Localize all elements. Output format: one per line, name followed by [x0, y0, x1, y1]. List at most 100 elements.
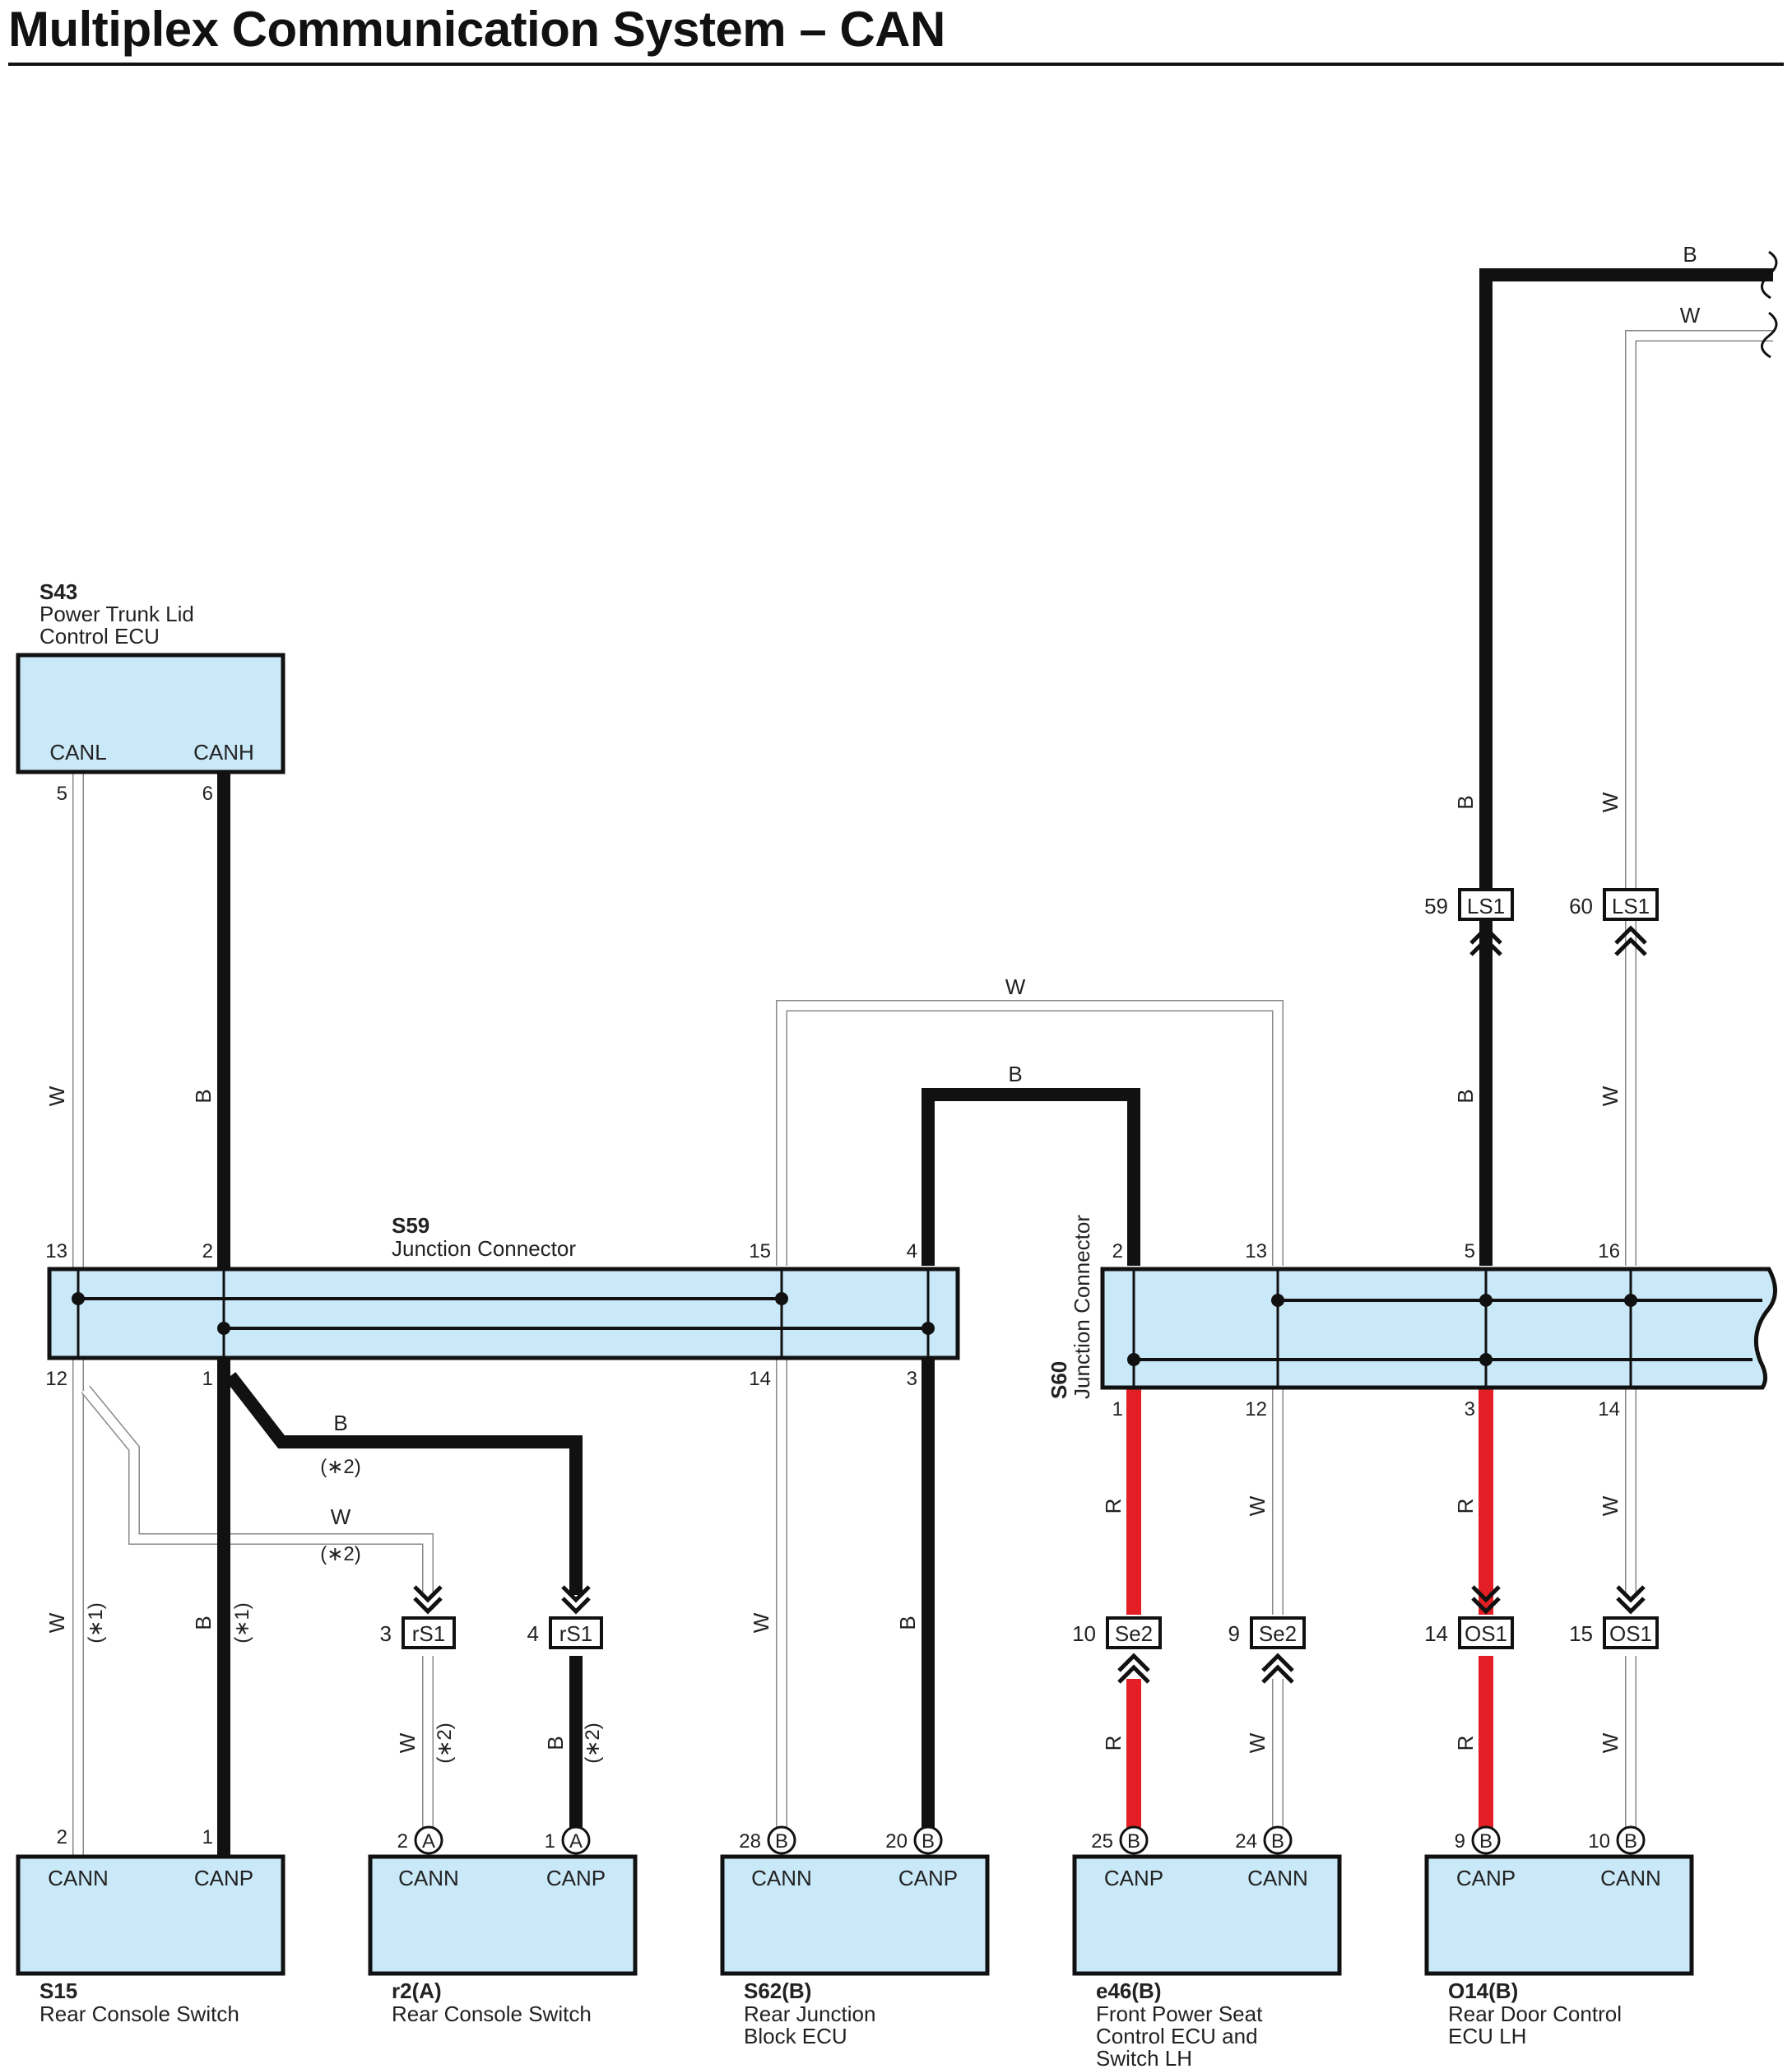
wire-color-label: B: [1683, 242, 1697, 267]
pin-number: 9: [1228, 1621, 1240, 1646]
pin-number: 2: [397, 1830, 408, 1853]
connector-letter: B: [1479, 1830, 1493, 1853]
double-chevron-down-icon: [1616, 1585, 1646, 1615]
note-label: (∗2): [320, 1543, 360, 1565]
junction-name: Junction Connector: [392, 1236, 576, 1261]
double-chevron-up-icon: [1117, 1653, 1150, 1684]
wire-color-label: R: [1453, 1736, 1478, 1751]
pin-number: 24: [1235, 1830, 1257, 1853]
pin-number: 13: [45, 1240, 67, 1262]
pin-number: 2: [57, 1826, 67, 1848]
wire-color-label: W: [1245, 1495, 1270, 1516]
component-name: Power Trunk Lid: [39, 602, 194, 626]
connector-letter-badge: [561, 1825, 591, 1855]
wire-color-label: W: [1598, 1086, 1623, 1106]
junction-s59: S59 Junction Connector 13 2 15 4 12 1 14…: [45, 1213, 960, 1390]
connector-ls1-w: [1603, 888, 1659, 921]
wire-color-label: W: [395, 1732, 420, 1753]
note-label: (∗1): [231, 1602, 253, 1643]
connector-ls1-b: [1458, 888, 1514, 921]
component-name: Front Power Seat: [1096, 2002, 1263, 2026]
wire-b-s59-s60-loop: [922, 1088, 1140, 1266]
pin-number: 4: [907, 1240, 917, 1262]
pin-number: 16: [1598, 1240, 1620, 1262]
connector-label: rS1: [559, 1621, 592, 1646]
wire-color-label: R: [1101, 1499, 1126, 1514]
pin-number: 3: [1465, 1398, 1475, 1420]
component-o14: CANP CANN B B 9 10 O14(B) Rear Door Cont…: [1424, 1825, 1694, 2048]
connector-se2-r: [1106, 1616, 1162, 1649]
double-chevron-down-icon: [1471, 1585, 1501, 1615]
component-name: ECU LH: [1448, 2024, 1526, 2048]
connector-letter: B: [1127, 1830, 1140, 1853]
pin-number: 28: [739, 1830, 761, 1853]
pin-number: 12: [1245, 1398, 1267, 1420]
pin-label: CANN: [398, 1866, 459, 1890]
wire-color-label: R: [1101, 1736, 1126, 1751]
pin-number: 1: [545, 1830, 555, 1853]
pin-number: 13: [1245, 1240, 1267, 1262]
wire-color-label: B: [191, 1089, 216, 1103]
pin-number: 10: [1588, 1830, 1610, 1853]
component-name: Block ECU: [744, 2024, 847, 2048]
wire-color-label: W: [1598, 792, 1623, 812]
connector-rs1-w: [402, 1616, 456, 1649]
note-label: (∗2): [320, 1456, 360, 1478]
pin-label: CANH: [193, 740, 254, 765]
wire-color-label: W: [1680, 303, 1701, 328]
connector-letter-badge: [1616, 1825, 1646, 1855]
wire-color-label: B: [333, 1411, 347, 1435]
connector-letter: B: [1624, 1830, 1637, 1853]
double-chevron-up-icon: [1469, 925, 1502, 956]
component-e46: CANP CANN B B 25 24 e46(B) Front Power S…: [1072, 1825, 1342, 2069]
pin-number: 15: [749, 1240, 771, 1262]
double-chevron-down-icon: [413, 1585, 443, 1615]
pin-label: CANP: [1104, 1866, 1163, 1890]
pin-label: CANN: [1600, 1866, 1661, 1890]
pin-number: 59: [1424, 894, 1448, 918]
connector-rs1-b: [549, 1616, 603, 1649]
pin-number: 4: [527, 1621, 539, 1646]
pin-number: 25: [1091, 1830, 1113, 1853]
pin-label: CANN: [1247, 1866, 1308, 1890]
wire-color-label: B: [1453, 795, 1478, 809]
wire-color-label: B: [895, 1616, 920, 1630]
connector-letter: A: [422, 1830, 435, 1853]
pin-number: 3: [380, 1621, 392, 1646]
page-title: Multiplex Communication System – CAN: [8, 2, 945, 57]
wire-color-label: W: [749, 1612, 773, 1633]
wire-color-label: W: [1598, 1495, 1623, 1516]
wire-color-label: B: [1008, 1062, 1022, 1086]
pin-label: CANP: [1456, 1866, 1516, 1890]
component-name: Rear Console Switch: [392, 2002, 592, 2026]
wire-color-label: B: [543, 1736, 568, 1750]
pin-number: 15: [1569, 1621, 1593, 1646]
component-code: S43: [39, 579, 77, 604]
junction-s60: S60 Junction Connector 2 13 5 16 1 12 3 …: [1047, 1215, 1777, 1420]
connector-os1-r: [1458, 1616, 1514, 1649]
pin-number: 5: [57, 783, 67, 805]
wire-color-label: W: [44, 1086, 69, 1106]
junction-name: Junction Connector: [1070, 1215, 1094, 1399]
wire-w-top-incoming: [1625, 330, 1773, 1266]
pin-number: 20: [885, 1830, 908, 1853]
pin-number: 14: [1424, 1621, 1448, 1646]
connector-letter-badge: [1263, 1825, 1293, 1855]
title-rule: [8, 63, 1784, 66]
pin-number: 14: [749, 1368, 771, 1390]
junction-code: S59: [392, 1213, 429, 1238]
note-label: (∗2): [434, 1723, 456, 1763]
connector-label: LS1: [1612, 894, 1650, 918]
component-name: Rear Junction: [744, 2002, 875, 2026]
connector-letter: B: [1271, 1830, 1284, 1853]
connector-label: Se2: [1259, 1621, 1297, 1646]
wire-break-mark-w: [1761, 311, 1778, 359]
wire-color-label: W: [1005, 974, 1026, 999]
component-name: Rear Console Switch: [39, 2002, 239, 2026]
note-label: (∗2): [582, 1723, 604, 1763]
pin-label: CANP: [898, 1866, 958, 1890]
wire-w-s59-s60-loop: [776, 1000, 1284, 1266]
pin-number: 10: [1072, 1621, 1096, 1646]
wire-color-label: W: [44, 1612, 69, 1633]
